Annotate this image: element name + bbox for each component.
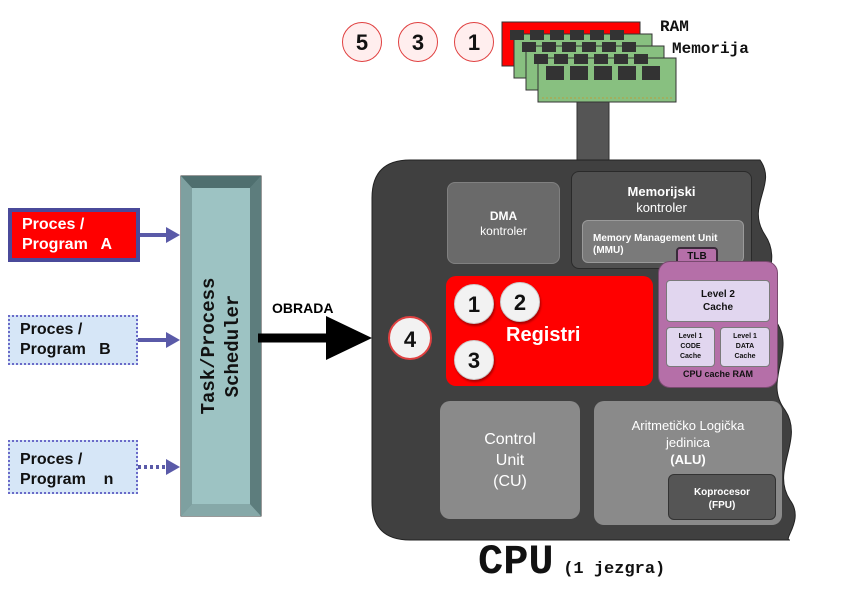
level2-cache: Level 2 Cache xyxy=(666,280,770,322)
scheduler-line1: Task/Process xyxy=(198,277,220,415)
ram-circle-5: 5 xyxy=(342,22,382,62)
fpu-box: Koprocesor (FPU) xyxy=(668,474,776,520)
ram-sticks xyxy=(501,21,677,103)
register-circle-1: 1 xyxy=(454,284,494,324)
mmu-title: Memory Management Unit xyxy=(593,233,718,244)
cu-line3: (CU) xyxy=(493,473,527,490)
l1-data-line3: Cache xyxy=(734,353,756,360)
l1-data-line2: DATA xyxy=(735,343,755,350)
cpu-title: CPU (1 jezgra) xyxy=(478,538,665,586)
l1-code-line1: Level 1 xyxy=(678,333,703,340)
program-n-box: Proces / Program n xyxy=(8,440,138,494)
scheduler-bar xyxy=(180,175,262,517)
fpu-line1: Koprocesor xyxy=(693,487,751,498)
dma-controller: DMA kontroler xyxy=(447,182,560,264)
ram-title: RAM xyxy=(660,18,689,36)
alu-line1: Aritmetičko Logička xyxy=(631,418,745,433)
program-n-line2: Program n xyxy=(20,471,114,488)
obrada-arrow xyxy=(258,316,372,360)
memory-controller-title: Memorijski xyxy=(627,184,696,199)
alu-line2: jedinica xyxy=(665,435,711,450)
scheduler-line2: Scheduler xyxy=(222,294,244,398)
control-unit: Control Unit (CU) xyxy=(440,401,580,519)
obrada-label: OBRADA xyxy=(272,300,334,316)
program-n-line1: Proces / xyxy=(20,451,83,468)
scheduler-label: Task/Process Scheduler xyxy=(197,186,245,506)
circle-4: 4 xyxy=(388,316,432,360)
cu-line1: Control xyxy=(484,431,536,448)
ram-subtitle: Memorija xyxy=(672,40,749,58)
dma-title: DMA xyxy=(489,209,518,223)
memory-controller-subtitle: kontroler xyxy=(636,200,687,215)
l1-code-line3: Cache xyxy=(679,353,701,360)
alu-line3: (ALU) xyxy=(670,452,706,467)
cpu-title-main: CPU xyxy=(478,538,554,586)
fpu-line2: (FPU) xyxy=(708,500,736,511)
ram-circle-3: 3 xyxy=(398,22,438,62)
l1-code-line2: CODE xyxy=(680,343,701,350)
program-a-line1: Proces / xyxy=(22,216,85,233)
program-a-line2: Program A xyxy=(22,236,113,253)
register-circle-2: 2 xyxy=(500,282,540,322)
cu-line2: Unit xyxy=(495,452,525,469)
program-b-line1: Proces / xyxy=(20,321,83,338)
cpu-title-sub: (1 jezgra) xyxy=(563,560,666,579)
program-a-box: Proces / Program A xyxy=(8,208,140,262)
mmu-abbr: (MMU) xyxy=(593,245,624,256)
ram-circle-1: 1 xyxy=(454,22,494,62)
level1-code-cache: Level 1 CODE Cache xyxy=(666,327,715,367)
registers-label: Registri xyxy=(506,324,581,346)
register-circle-3: 3 xyxy=(454,340,494,380)
level2-line1: Level 2 xyxy=(701,289,735,300)
level1-data-cache: Level 1 DATA Cache xyxy=(720,327,770,367)
program-b-box: Proces / Program B xyxy=(8,315,138,365)
l1-data-line1: Level 1 xyxy=(733,333,757,340)
level2-line2: Cache xyxy=(702,302,733,313)
program-b-line2: Program B xyxy=(20,341,111,358)
mmu-box: Memory Management Unit (MMU) xyxy=(582,220,744,263)
dma-subtitle: kontroler xyxy=(480,224,527,238)
program-arrows xyxy=(138,227,180,475)
cache-caption: CPU cache RAM xyxy=(682,369,754,379)
